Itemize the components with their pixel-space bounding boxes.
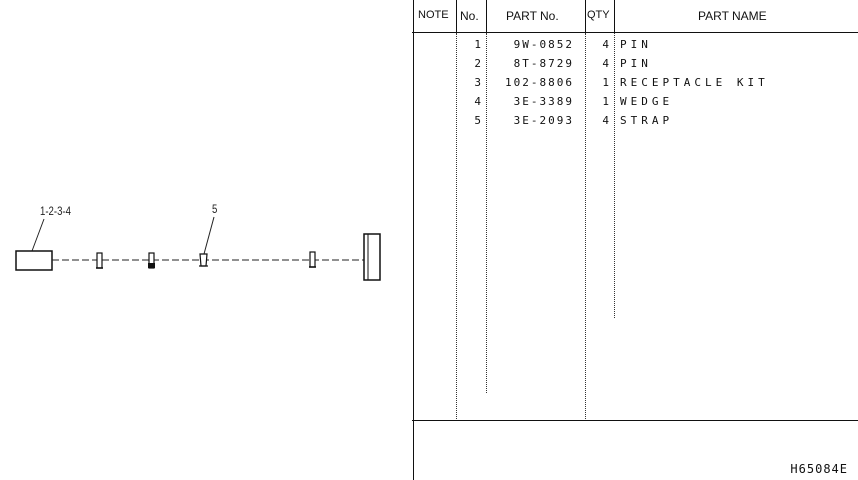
callout-1-2-3-4: 1-2-3-4 [40,204,71,218]
row-part-no: 3E-2093 [513,114,574,127]
row-no: 5 [474,114,483,127]
pin-part [96,252,103,269]
row-qty: 4 [602,38,611,51]
table-row: 4 3E-3389 1 WEDGE [412,95,858,114]
row-no: 4 [474,95,483,108]
row-part-name: STRAP [620,114,674,127]
header-part-name: PART NAME [698,9,767,23]
header-note: NOTE [418,9,449,21]
row-no: 1 [474,38,483,51]
row-part-name: PIN [620,57,652,70]
header-no: No. [460,9,479,23]
drawing-code: H65084E [790,462,848,476]
row-part-name: RECEPTACLE KIT [620,76,769,89]
strap-part [199,253,208,267]
bottom-rule [412,420,858,421]
row-no: 3 [474,76,483,89]
table-row: 5 3E-2093 4 STRAP [412,114,858,133]
connector-block [363,233,381,281]
row-qty: 4 [602,114,611,127]
row-qty: 4 [602,57,611,70]
row-part-no: 102-8806 [505,76,574,89]
table-row: 3 102-8806 1 RECEPTACLE KIT [412,76,858,95]
header-rule [412,32,858,33]
wiring-diagram [15,216,381,281]
row-part-no: 8T-8729 [513,57,574,70]
leader-line-1-4 [31,218,45,252]
leader-line-5 [203,216,215,255]
pin-part [309,251,316,268]
receptacle-block [15,250,53,271]
row-qty: 1 [602,76,611,89]
row-part-name: WEDGE [620,95,674,108]
row-qty: 1 [602,95,611,108]
table-border-left [413,0,414,480]
row-part-name: PIN [620,38,652,51]
table-row: 1 9W-0852 4 PIN [412,38,858,57]
row-part-no: 9W-0852 [513,38,574,51]
row-no: 2 [474,57,483,70]
table-row: 2 8T-8729 4 PIN [412,57,858,76]
header-qty: QTY [587,9,610,21]
row-part-no: 3E-3389 [513,95,574,108]
header-part-no: PART No. [506,9,559,23]
callout-5: 5 [212,202,218,216]
